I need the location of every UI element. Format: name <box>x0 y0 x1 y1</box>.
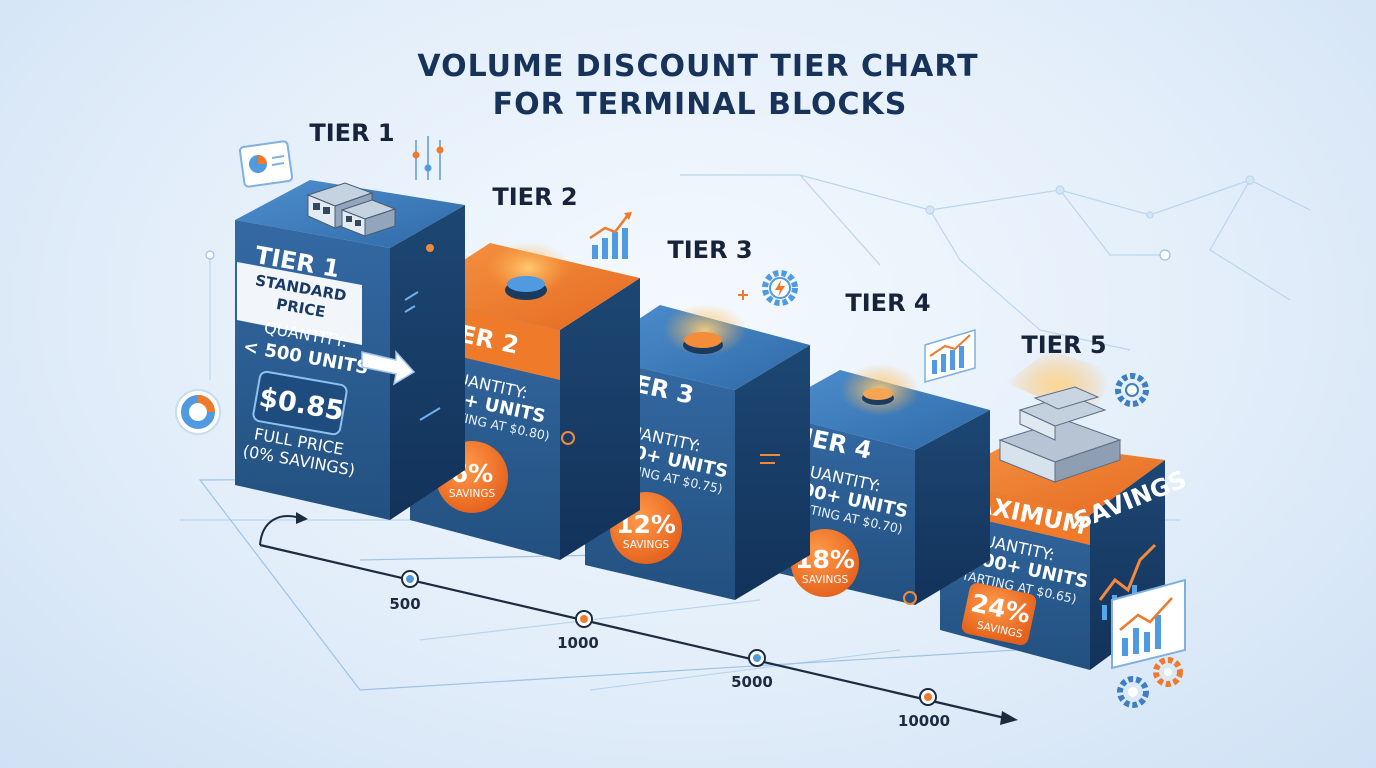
quantity-axis: 500 1000 5000 10000 <box>259 512 1018 730</box>
bar-chart-icon <box>924 328 976 383</box>
axis-tick-500: 500 <box>389 595 420 613</box>
tier-1-terminal-blocks-icon <box>306 182 397 237</box>
gear-icon <box>1117 657 1183 708</box>
axis-tick-10000: 10000 <box>898 712 950 730</box>
tier-3-heading: TIER 3 <box>667 236 752 264</box>
line-chart-icon <box>589 212 632 259</box>
tier-2-savings-word: SAVINGS <box>449 488 496 500</box>
tier-1-heading: TIER 1 <box>309 119 394 147</box>
sparkle-icon <box>738 290 748 300</box>
tier-5-terminal-blocks-icon <box>998 386 1122 483</box>
axis-tick-1000: 1000 <box>557 634 599 652</box>
tier-4-heading: TIER 4 <box>845 289 930 317</box>
tier-2-heading: TIER 2 <box>492 183 577 211</box>
line-chart-icon <box>1111 578 1186 670</box>
axis-tick-5000: 5000 <box>731 673 773 691</box>
tier-4-savings-word: SAVINGS <box>802 574 849 586</box>
donut-chart-icon <box>175 389 221 435</box>
tier-1-block: TIER 1 STANDARD PRICE QUANTITY: < 500 UN… <box>235 180 465 520</box>
progress-arrow <box>361 350 416 386</box>
tier-5-heading: TIER 5 <box>1021 331 1106 359</box>
page-title-line2: FOR TERMINAL BLOCKS <box>493 87 908 122</box>
page-title-line1: VOLUME DISCOUNT TIER CHART <box>417 49 978 84</box>
gear-icon <box>762 270 798 306</box>
tier-3-savings-word: SAVINGS <box>623 539 670 551</box>
pie-chart-icon <box>238 140 294 188</box>
sliders-icon <box>412 136 444 180</box>
gear-icon <box>1115 373 1149 407</box>
